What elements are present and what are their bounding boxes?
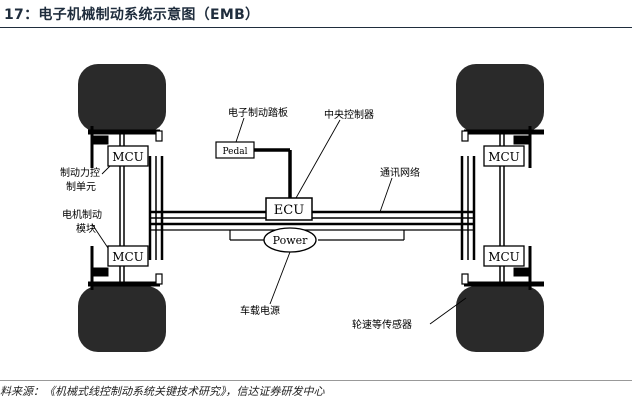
leader-lines xyxy=(91,117,467,325)
tire-front-left xyxy=(78,64,166,132)
label-network: 通讯网络 xyxy=(380,166,420,179)
label-control-unit-1: 制动力控 xyxy=(60,166,100,179)
tire-rear-right xyxy=(456,286,544,352)
ecu-text: ECU xyxy=(274,203,304,218)
label-control-unit-2: 制单元 xyxy=(66,180,96,193)
mcu-rear-right-text: MCU xyxy=(488,250,520,264)
mcu-rear-right-box xyxy=(483,245,525,267)
ecu-box xyxy=(265,197,313,221)
mcu-front-left-box xyxy=(107,145,149,167)
label-motor-module-2: 模块 xyxy=(76,223,96,235)
mcu-front-right-text: MCU xyxy=(488,150,520,164)
figure-source: 料来源：《机械式线控制动系统关键技术研究》，信达证券研发中心 xyxy=(0,380,632,402)
emb-diagram: MCU MCU MCU MCU ECU Power Pedal 电子制动踏板 中… xyxy=(0,28,632,376)
pedal-box xyxy=(215,141,255,159)
mcu-front-right-box xyxy=(483,145,525,167)
mcu-rear-left-text: MCU xyxy=(112,250,144,264)
emb-diagram-svg: MCU MCU MCU MCU ECU Power Pedal 电子制动踏板 中… xyxy=(60,64,544,352)
tire-rear-left xyxy=(78,286,166,352)
label-ecu: 中央控制器 xyxy=(324,108,374,121)
power-text: Power xyxy=(273,234,309,247)
tire-front-right xyxy=(456,64,544,132)
label-sensor: 轮速等传感器 xyxy=(352,318,412,331)
mcu-front-left-text: MCU xyxy=(112,150,144,164)
label-pedal: 电子制动踏板 xyxy=(228,106,288,119)
source-text: 料来源：《机械式线控制动系统关键技术研究》，信达证券研发中心 xyxy=(0,385,325,398)
mcu-rear-left-box xyxy=(107,245,149,267)
pedal-text: Pedal xyxy=(223,147,248,157)
label-motor-module-1: 电机制动 xyxy=(62,208,102,221)
figure-title: 17：电子机械制动系统示意图（EMB） xyxy=(4,7,260,23)
label-power: 车载电源 xyxy=(240,304,280,317)
figure-header: 17：电子机械制动系统示意图（EMB） xyxy=(0,0,632,28)
